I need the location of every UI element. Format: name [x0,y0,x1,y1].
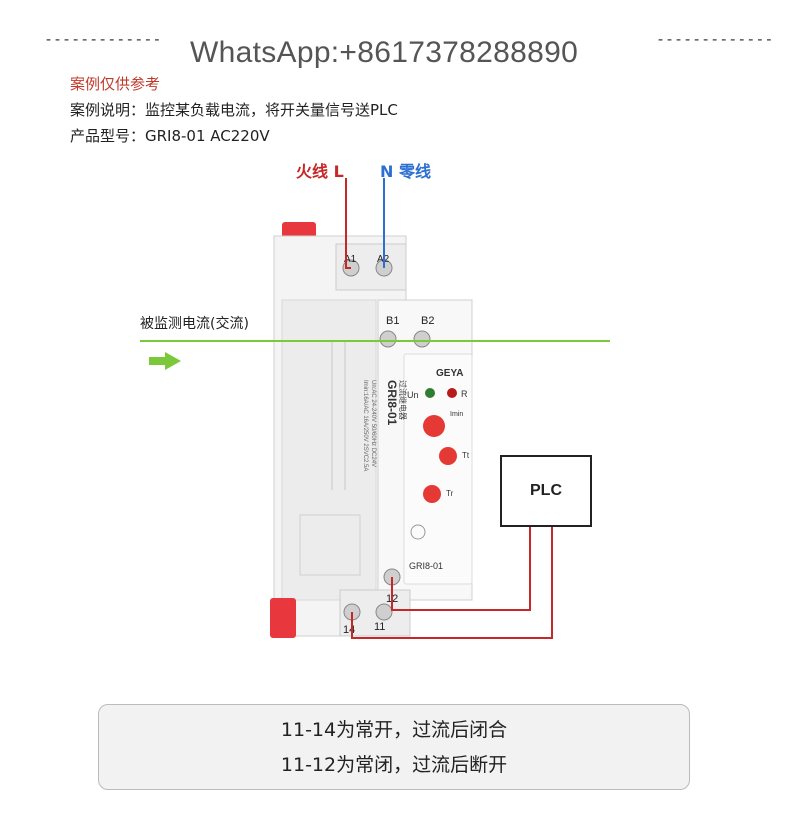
case-title: 案例仅供参考 [70,75,161,93]
side-panel [281,299,377,601]
live-wire-label: 火线 L [296,162,344,181]
tt-knob [439,447,457,465]
side-diagram [299,514,361,576]
terminal-11-label: 11 [374,621,385,633]
dashes-left: ------------- [44,30,162,48]
terminal-14-label: 14 [343,624,355,636]
dashes-right: ------------- [656,30,774,48]
plc-label: PLC [530,482,562,499]
brand-logo: GEYA [436,368,463,379]
spec-line-1: Un:AC 24-240V 50/60Hz DC24V [370,380,376,467]
vertical-side-label: 过流继电器 [398,380,408,420]
tr-label: Tr [446,489,454,498]
spec-line-2: Imin:16A/AC 16A/250V 2SVC2.5A [362,380,368,471]
live-wire [345,178,351,269]
terminal-b2-label: B2 [421,315,434,327]
case-description: 案例说明：监控某负载电流，将开关量信号送PLC [70,101,398,119]
ce-mark-icon [410,524,426,540]
tr-knob [423,485,441,503]
note-box: 11-14为常开，过流后闭合 11-12为常闭，过流后断开 [98,704,690,790]
whatsapp-watermark: WhatsApp:+8617378288890 [190,36,579,69]
product-model: 产品型号：GRI8-01 AC220V [70,127,270,145]
plc-box: PLC [500,455,592,527]
output-wire-12 [391,527,531,611]
led-r-label: R [461,389,468,399]
vertical-model-label: GRI8-01 [385,380,399,426]
tt-label: Tt [462,451,470,460]
note-line-2: 11-12为常闭，过流后断开 [280,754,508,776]
bottom-model-label: GRI8-01 [409,561,443,571]
output-wire-14 [351,527,553,639]
note-line-1: 11-14为常开，过流后闭合 [280,719,508,741]
un-led [425,388,435,398]
front-face [403,353,473,585]
imin-knob [423,415,445,437]
neutral-wire-label: N 零线 [380,162,431,181]
terminal-b2-screw [413,330,431,348]
led-un-label: Un [407,390,419,400]
monitored-current-label: 被监测电流(交流) [140,316,249,332]
terminal-a1-label: A1 [344,254,357,265]
terminal-b1-screw [379,330,397,348]
imin-label: Imin [450,411,463,418]
terminal-b1-label: B1 [386,315,399,327]
terminal-11-screw [375,603,393,621]
r-led [447,388,457,398]
bottom-clip [270,598,296,638]
current-direction-arrow-icon [149,352,181,370]
